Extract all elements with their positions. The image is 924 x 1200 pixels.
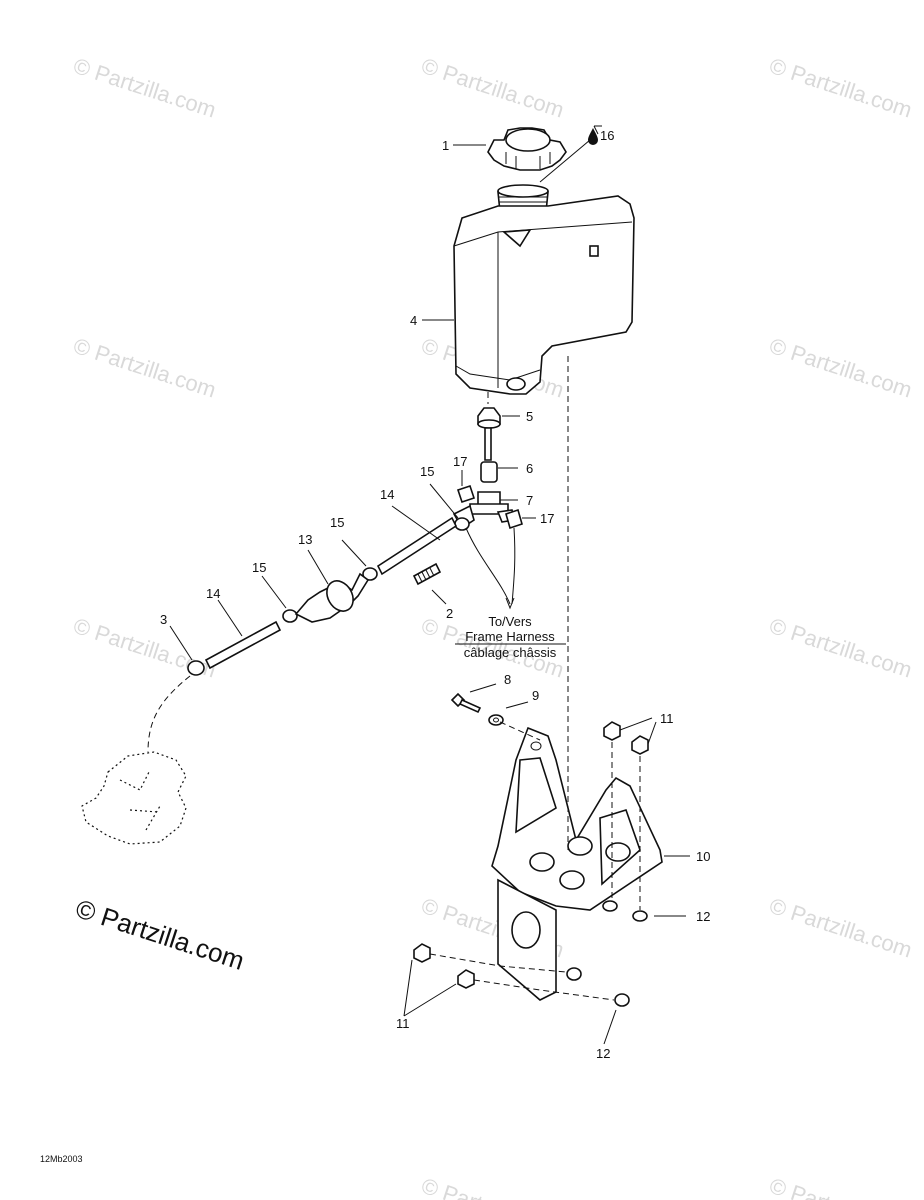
callout-6: 6 (526, 461, 533, 476)
fitting-assembly-part (452, 427, 515, 530)
oil-tank-part (453, 184, 635, 395)
watermark-tile: © Partzilla.com (766, 1173, 915, 1200)
hose-clamp-parts (282, 517, 470, 623)
oil-pump-phantom (81, 751, 187, 845)
hose-route-line (147, 675, 191, 753)
support-bracket-part (491, 726, 663, 1001)
watermark-tile: © Partzilla.com (70, 53, 219, 123)
oil-cap-part (487, 127, 567, 171)
note-line-3: câblage châssis (464, 645, 557, 660)
watermark-main: © Partzilla.com (72, 893, 248, 976)
callout-16: 16 (600, 128, 614, 143)
callout-5: 5 (526, 409, 533, 424)
watermark-tile: © Partzilla.com (766, 893, 915, 963)
grommet-part (477, 407, 501, 429)
bolt-part (450, 692, 482, 714)
oil-filter-part (294, 572, 370, 623)
figure-code: 12Mb2003 (40, 1154, 83, 1164)
callout-12b: 12 (596, 1046, 610, 1061)
hose-parts (204, 516, 458, 670)
callout-14b: 14 (206, 586, 220, 601)
spring-part (412, 562, 442, 586)
note-line-1: To/Vers (488, 614, 532, 629)
callout-2: 2 (446, 606, 453, 621)
watermark-tile: © Partzilla.com (766, 613, 915, 683)
note-line-2: Frame Harness (465, 629, 555, 644)
callout-10: 10 (696, 849, 710, 864)
callout-numbers: 1 16 4 5 6 7 17 17 15 14 15 13 15 14 3 2… (160, 128, 710, 1061)
callout-17b: 17 (540, 511, 554, 526)
watermark-tile: © Partzilla.com (766, 333, 915, 403)
callout-13: 13 (298, 532, 312, 547)
callout-3: 3 (160, 612, 167, 627)
callout-7: 7 (526, 493, 533, 508)
washer-part (488, 714, 504, 726)
washer-parts (566, 900, 648, 1007)
callout-15b: 15 (330, 515, 344, 530)
nut-parts (413, 721, 649, 989)
watermark-tile: © Partzilla.com (70, 333, 219, 403)
callout-14a: 14 (380, 487, 394, 502)
watermark-tile: © Partzilla.com (418, 1173, 567, 1200)
callout-11b: 11 (396, 1016, 410, 1031)
plug-parts (456, 484, 523, 530)
watermark-tile: © Partzilla.com (418, 53, 567, 123)
callout-11a: 11 (660, 711, 674, 726)
harness-note: To/Vers Frame Harness câblage châssis (455, 614, 566, 660)
callout-1: 1 (442, 138, 449, 153)
callout-9: 9 (532, 688, 539, 703)
callout-4: 4 (410, 313, 417, 328)
oil-drop-icon (588, 128, 598, 145)
callout-15a: 15 (420, 464, 434, 479)
callout-8: 8 (504, 672, 511, 687)
callout-12a: 12 (696, 909, 710, 924)
callout-15c: 15 (252, 560, 266, 575)
watermark-tile: © Partzilla.com (766, 53, 915, 123)
leader-lines (169, 125, 690, 1045)
assembly-lines (429, 356, 641, 1001)
end-clamp-part (187, 660, 205, 676)
callout-17a: 17 (453, 454, 467, 469)
